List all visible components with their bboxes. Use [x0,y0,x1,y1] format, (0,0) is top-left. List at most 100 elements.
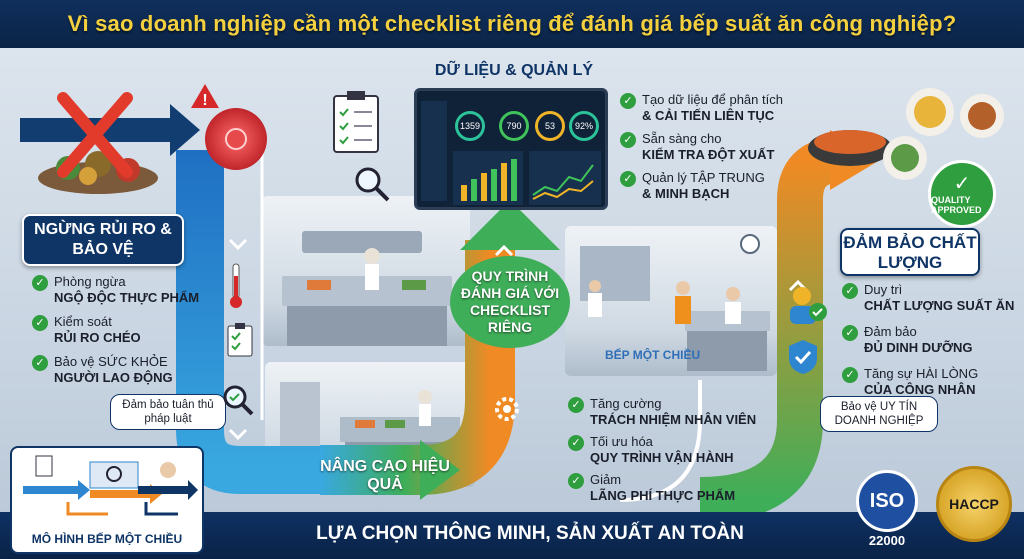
analytics-dashboard: 1359 790 53 92% [414,88,608,210]
worker-check-icon [782,282,830,326]
serving-line-illustration [580,234,770,371]
dashboard-gauge: 53 [535,111,565,141]
compliance-text: Đảm bảo tuân thủ pháp luật [122,399,214,425]
item-highlight: LÃNG PHÍ THỰC PHẨM [590,488,736,503]
list-item: ✓ Tạo dữ liệu để phân tích& CẢI TIẾN LIÊ… [620,92,800,124]
item-line: Tăng cường [590,396,662,411]
one-way-kitchen-label: BẾP MỘT CHIỀU [605,348,725,362]
item-highlight: CỦA CÔNG NHÂN [864,382,976,397]
check-icon: ✓ [568,397,584,413]
magnifier-icon [220,382,256,418]
quality-heading: ĐẢM BẢO CHẤT LƯỢNG [840,228,980,276]
one-way-model-diagram [23,455,198,516]
list-item: ✓ Quản lý TẬP TRUNG& MINH BẠCH [620,170,800,202]
clipboard-icon [226,322,254,358]
page-title: Vì sao doanh nghiệp cần một checklist ri… [67,11,957,36]
check-icon: ✓ [568,473,584,489]
dashboard-sidebar [421,101,447,201]
check-icon: ✓ [953,173,971,195]
dashboard-gauge: 1359 [455,111,485,141]
item-highlight: QUY TRÌNH VẬN HÀNH [590,450,734,465]
kitchen-scene-left [262,196,470,346]
virus-icon [205,108,267,170]
compliance-bubble: Đảm bảo tuân thủ pháp luật [110,394,226,430]
item-highlight: KIỂM TRA ĐỘT XUẤT [642,147,775,162]
quality-approved-stamp: ✓ QUALITY APPROVED [928,160,996,228]
check-icon: ✓ [842,283,858,299]
dashboard-charts [453,151,601,205]
haccp-label: HACCP [949,496,999,512]
blue-flow-path [176,150,420,494]
risk-heading-text: NGỪNG RỦI RO & BẢO VỆ [34,221,172,258]
one-way-model-text: MÔ HÌNH BẾP MỘT CHIỀU [31,532,183,546]
quality-heading-text: ĐẢM BẢO CHẤT LƯỢNG [843,233,977,272]
gear-icon [492,394,522,424]
one-way-model-label: MÔ HÌNH BẾP MỘT CHIỀU [12,532,202,546]
check-icon: ✓ [620,132,636,148]
check-icon: ✓ [32,275,48,291]
data-heading-text: DỮ LIỆU & QUẢN LÝ [434,62,594,79]
check-icon: ✓ [568,435,584,451]
entry-arrow [20,104,200,156]
svg-text:!: ! [202,92,207,109]
item-line: Giảm [590,472,622,487]
reputation-bubble: Bảo vệ UY TÍN DOANH NGHIỆP [820,396,938,432]
iso-label: ISO [869,489,905,512]
item-line: Tạo dữ liệu để phân tích [642,92,783,107]
thermometer-icon [226,262,246,310]
food-tray-illustration [800,86,1010,196]
title-bar: Vì sao doanh nghiệp cần một checklist ri… [0,0,1024,48]
gauge-value: 790 [506,121,522,131]
item-line: Tối ưu hóa [590,434,653,449]
iso-number-text: 22000 [868,533,906,548]
shield-check-icon [786,338,820,376]
warning-icon: ! [190,82,220,110]
item-line: Kiểm soát [54,314,112,329]
check-icon: ✓ [32,355,48,371]
iso-badge: ISO [856,470,918,532]
kitchen-illustration [282,231,452,346]
one-way-kitchen-text: BẾP MỘT CHIỀU [605,348,701,362]
gauge-value: 92% [574,121,593,131]
item-highlight: TRÁCH NHIỆM NHÂN VIÊN [590,412,757,427]
check-icon: ✓ [620,171,636,187]
item-highlight: NGỘ ĐỘC THỰC PHẨM [54,290,200,305]
item-highlight: & MINH BẠCH [642,186,730,201]
item-line: Sẵn sàng cho [642,131,722,146]
gauge-value: 1359 [459,121,481,131]
item-line: Quản lý TẬP TRUNG [642,170,765,185]
haccp-badge: HACCP [936,466,1012,542]
item-line: Đảm bảo [864,324,917,339]
dashboard-gauge: 790 [499,111,529,141]
item-highlight: & CẢI TIẾN LIÊN TỤC [642,108,775,123]
item-highlight: RỦI RO CHÉO [54,330,141,345]
item-highlight: CHẤT LƯỢNG SUẤT ĂN [864,298,1015,313]
item-line: Bảo vệ SỨC KHỎE [54,354,168,369]
one-way-model-box: MÔ HÌNH BẾP MỘT CHIỀU [10,446,204,554]
data-heading: DỮ LIỆU & QUẢN LÝ [424,62,604,80]
gauge-value: 53 [544,121,555,131]
reputation-text: Bảo vệ UY TÍN DOANH NGHIỆP [834,401,924,427]
data-list: ✓ Tạo dữ liệu để phân tích& CẢI TIẾN LIÊ… [620,92,800,202]
footer-tagline: LỰA CHỌN THÔNG MINH, SẢN XUẤT AN TOÀN [316,523,744,544]
item-highlight: ĐỦ DINH DƯỠNG [864,340,973,355]
item-highlight: NGƯỜI LAO ĐỘNG [54,370,173,385]
item-line: Tăng sự HÀI LÒNG [864,366,979,381]
item-line: Phòng ngừa [54,274,126,289]
check-icon: ✓ [32,315,48,331]
clipboard-doc-icon [332,90,382,156]
